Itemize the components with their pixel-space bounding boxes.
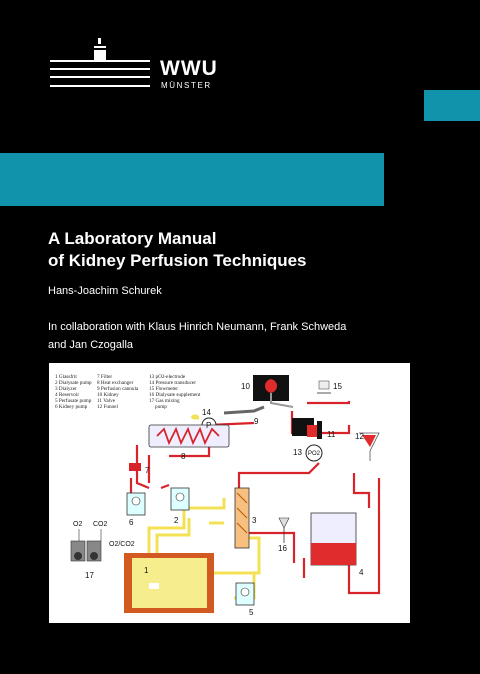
label-13: 13	[293, 448, 302, 457]
label-10: 10	[241, 382, 250, 391]
legend-item: 4 Reservoir	[55, 392, 79, 398]
book-title: A Laboratory Manual of Kidney Perfusion …	[48, 228, 307, 272]
collab-line-2: and Jan Czogalla	[48, 339, 134, 351]
perfusion-cannula	[223, 405, 265, 415]
cover-figure: 1 Glassfrit 2 Dialysate pump 3 Dialyzer …	[49, 363, 410, 623]
flowmeter	[317, 380, 331, 394]
legend-item: 16 Dialysate supplement	[149, 392, 201, 398]
label-o2: O2	[73, 521, 82, 528]
label-1: 1	[144, 566, 149, 575]
collaborators: In collaboration with Klaus Hinrich Neum…	[48, 318, 378, 354]
dialysate-pump	[170, 487, 190, 511]
label-7: 7	[145, 466, 150, 475]
label-po2: PO2	[308, 451, 321, 457]
legend-item: 8 Heat exchanger	[97, 380, 134, 386]
legend-item: 1 Glassfrit	[55, 373, 77, 380]
figure-legend: 1 Glassfrit 2 Dialysate pump 3 Dialyzer …	[55, 373, 201, 410]
reservoir	[310, 512, 357, 566]
label-8: 8	[181, 452, 186, 461]
po2-electrode	[305, 444, 323, 462]
legend-item: 14 Pressure transducer	[149, 380, 196, 386]
label-2: 2	[174, 516, 179, 525]
perfusion-apparatus-diagram: 1 Glassfrit 2 Dialysate pump 3 Dialyzer …	[55, 373, 381, 617]
label-6: 6	[129, 518, 134, 527]
label-p: P	[206, 421, 211, 430]
legend-item: 11 Valve	[97, 398, 116, 404]
legend-item: 12 Funnel	[97, 404, 118, 410]
university-building-icon	[50, 38, 150, 87]
legend-item: 2 Dialysate pump	[55, 380, 92, 386]
legend-item: pump	[155, 404, 167, 410]
label-17: 17	[85, 571, 94, 580]
dialyzer	[234, 487, 250, 549]
label-o2co2: O2/CO2	[109, 541, 135, 548]
legend-item: 6 Kidney pump	[55, 404, 88, 410]
dialysate-supplement	[278, 517, 290, 543]
label-15: 15	[333, 382, 342, 391]
legend-item: 17 Gas mixing	[149, 398, 180, 404]
label-co2: CO2	[93, 521, 108, 528]
glassfrit-tank	[124, 553, 214, 613]
filter	[129, 463, 141, 471]
title-line-2: of Kidney Perfusion Techniques	[48, 251, 307, 270]
kidney-unit	[253, 375, 294, 408]
label-12: 12	[355, 432, 364, 441]
label-4: 4	[359, 568, 364, 577]
valve	[292, 418, 322, 439]
label-16: 16	[278, 544, 287, 553]
perfusate-pump	[235, 582, 255, 606]
label-14: 14	[202, 408, 211, 417]
label-3: 3	[252, 516, 257, 525]
heat-exchanger	[148, 424, 230, 448]
collab-line-1: In collaboration with Klaus Hinrich Neum…	[48, 321, 347, 333]
author: Hans-Joachim Schurek	[48, 285, 162, 297]
diagram-labels: 1 2 3 4 5 6 7 8 9 10 11 12 13 14 15 16 1…	[73, 382, 364, 617]
gas-mixing-pump	[70, 529, 102, 562]
label-11: 11	[327, 430, 336, 439]
logo-subtitle: MÜNSTER	[161, 81, 212, 90]
logo-wordmark: WWU	[160, 57, 218, 80]
legend-item: 7 Filter	[97, 374, 112, 380]
label-5: 5	[249, 608, 254, 617]
legend-item: 5 Perfusate pump	[55, 397, 92, 404]
accent-block	[424, 90, 480, 121]
title-line-1: A Laboratory Manual	[48, 229, 217, 248]
legend-item: 3 Dialyzer	[55, 386, 77, 392]
label-9: 9	[254, 417, 259, 426]
legend-item: 13 pO2-electrode	[149, 374, 186, 380]
legend-item: 15 Flowmeter	[149, 386, 178, 392]
kidney-pump	[126, 492, 146, 516]
funnel	[359, 432, 380, 461]
accent-band	[0, 153, 384, 206]
legend-item: 9 Perfusion cannula	[97, 385, 139, 392]
legend-item: 10 Kidney	[97, 392, 119, 398]
